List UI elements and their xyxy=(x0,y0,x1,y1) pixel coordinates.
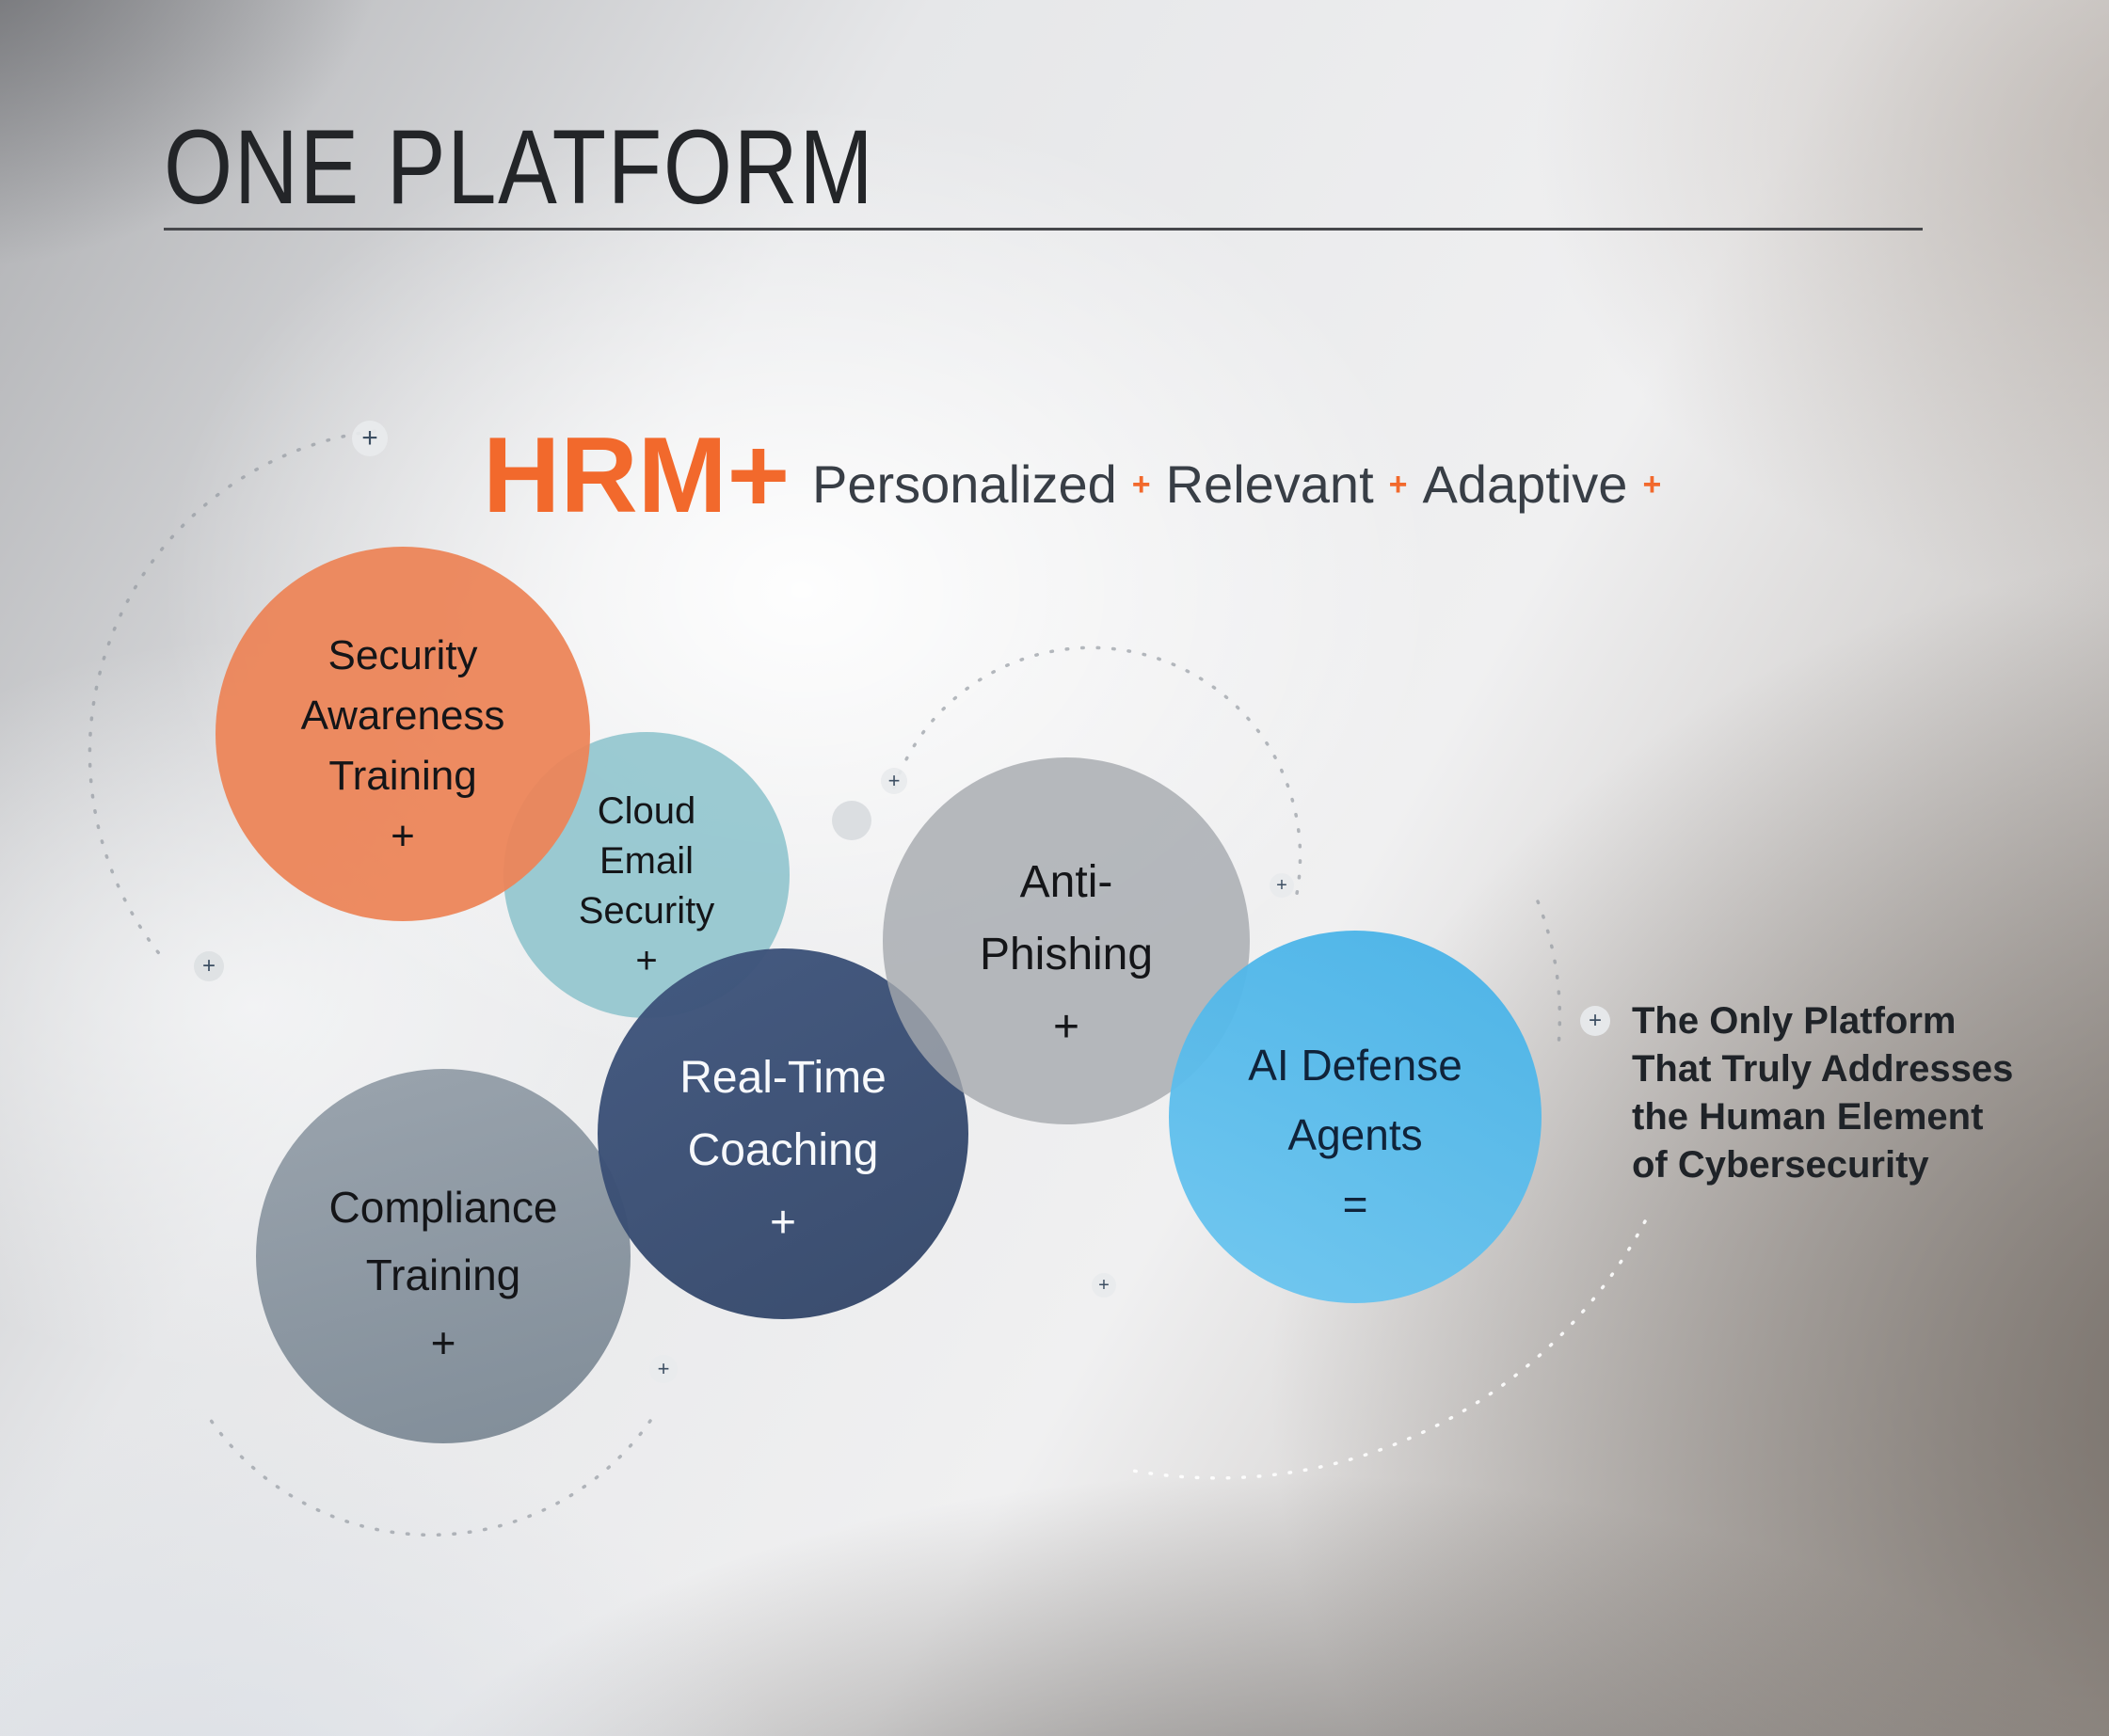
tagline-word: Personalized xyxy=(812,454,1117,514)
circle-label: Training xyxy=(328,753,477,799)
side-note-line: of Cybersecurity xyxy=(1632,1144,1929,1186)
title-underline xyxy=(164,228,1923,231)
circle-label: Real-Time xyxy=(679,1052,887,1103)
page-title: ONE PLATFORM xyxy=(164,108,875,226)
plus-badge-icon: + xyxy=(1580,1006,1610,1036)
side-note-line: The Only Platform xyxy=(1632,1000,1957,1042)
plus-separator-icon: + xyxy=(1388,467,1408,502)
circle-label: Security xyxy=(578,890,715,932)
plus-badge-icon: + xyxy=(881,768,907,794)
plus-badge-icon: + xyxy=(649,1355,678,1383)
plus-badge-icon: + xyxy=(194,951,224,981)
side-note-line: the Human Element xyxy=(1632,1096,1984,1138)
circle-label: Compliance xyxy=(328,1183,558,1232)
plus-badge-icon: + xyxy=(352,421,388,456)
circle-label: Agents xyxy=(1287,1110,1423,1159)
tagline-word: Relevant xyxy=(1165,454,1374,514)
circle-label: Training xyxy=(365,1250,521,1299)
small-dot xyxy=(832,801,871,840)
plus-mark: + xyxy=(635,940,658,981)
plus-badge-icon: + xyxy=(1270,873,1294,898)
hrm-tagline: Personalized+Relevant+Adaptive+ xyxy=(812,458,1661,518)
side-note-line: That Truly Addresses xyxy=(1632,1048,2014,1090)
tagline-word: Adaptive xyxy=(1422,454,1628,514)
circle-ai-defense-agents: AI Defense Agents = xyxy=(1169,931,1542,1303)
plus-mark: + xyxy=(1052,1001,1080,1052)
circle-label: Anti- xyxy=(1019,856,1113,907)
circle-label: Cloud xyxy=(597,790,696,832)
plus-mark: + xyxy=(769,1197,797,1248)
circle-label: Security xyxy=(328,632,478,678)
plus-separator-icon: + xyxy=(1642,467,1662,502)
circle-label: AI Defense xyxy=(1248,1041,1462,1090)
plus-mark: + xyxy=(430,1318,456,1367)
hrm-brand-heading: HRM+ xyxy=(483,416,791,535)
plus-separator-icon: + xyxy=(1131,467,1151,502)
plus-mark: + xyxy=(391,813,415,859)
circle-label: Awareness xyxy=(300,693,505,739)
circle-label: Email xyxy=(599,840,695,882)
plus-badge-icon: + xyxy=(1092,1273,1116,1298)
circle-label: Coaching xyxy=(687,1124,879,1175)
dotted-arc-right-short xyxy=(1536,900,1562,1048)
circle-security-awareness-training: Security Awareness Training + xyxy=(216,547,590,921)
circle-label: Phishing xyxy=(979,929,1154,979)
side-note: The Only Platform That Truly Addresses t… xyxy=(1632,997,2013,1189)
circle-compliance-training: Compliance Training + xyxy=(256,1069,631,1443)
equals-mark: = xyxy=(1342,1180,1368,1229)
